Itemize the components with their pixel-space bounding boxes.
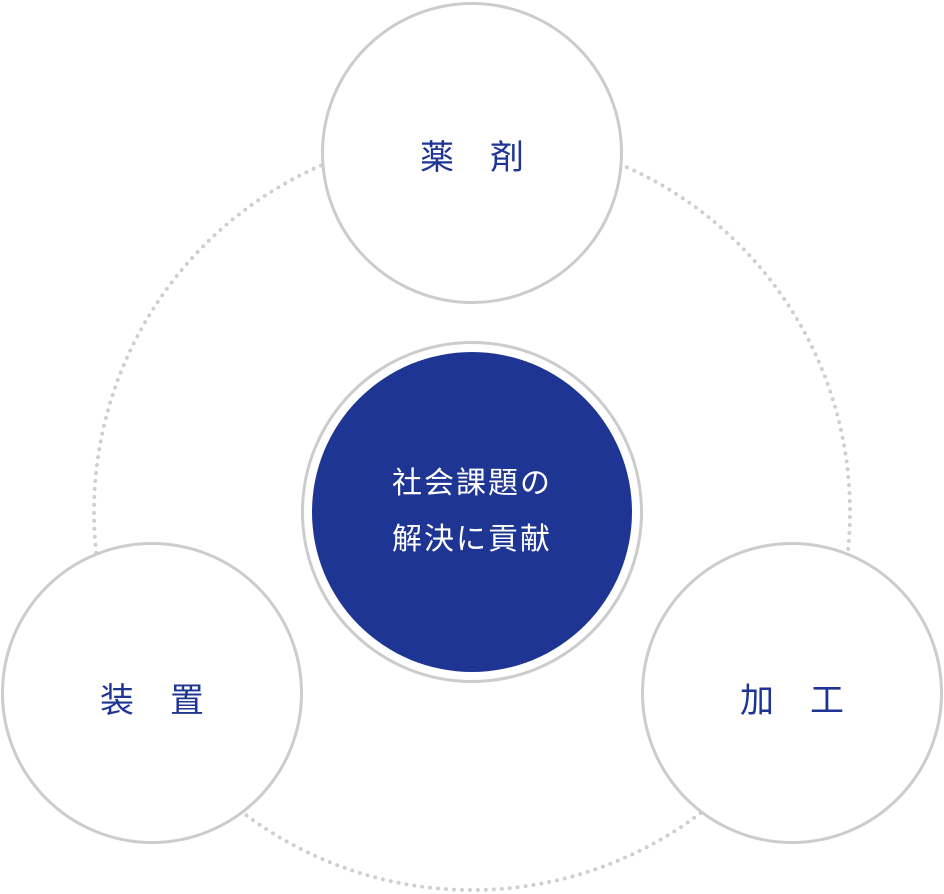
node-processing: 加工 xyxy=(641,542,943,844)
node-equipment-label: 装置 xyxy=(100,680,240,721)
node-processing-label: 加工 xyxy=(740,680,880,721)
node-chemicals-label: 薬剤 xyxy=(420,137,560,178)
center-circle: 社会課題の 解決に貢献 xyxy=(312,352,632,672)
node-chemicals: 薬剤 xyxy=(321,2,623,304)
center-text-line-1: 社会課題の xyxy=(392,466,552,501)
node-equipment: 装置 xyxy=(1,542,303,844)
center-text-line-2: 解決に貢献 xyxy=(392,522,552,557)
